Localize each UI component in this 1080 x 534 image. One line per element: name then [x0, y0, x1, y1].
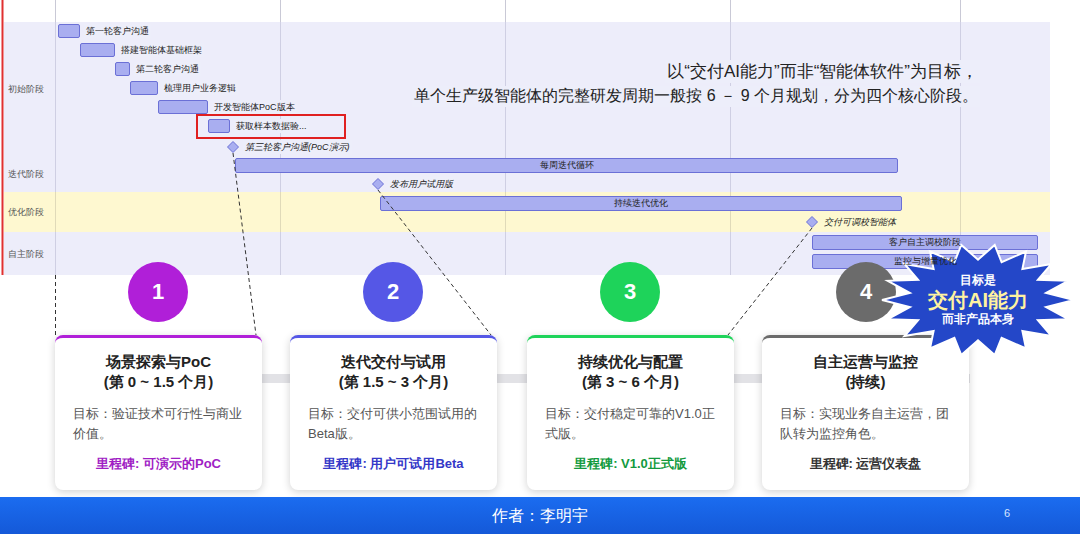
step-circle: 1 [128, 262, 188, 322]
task-label: 第二轮客户沟通 [134, 62, 201, 76]
step-number: 3 [600, 262, 660, 322]
leader-line [55, 275, 56, 336]
diamond-shape [227, 141, 239, 153]
headline-text: 以“交付AI能力”而非“智能体软件”为目标， [665, 60, 980, 83]
leader-connector [233, 153, 256, 335]
card-milestone: 里程碑: 用户可试用Beta [323, 454, 463, 474]
card-goal: 目标：验证技术可行性与商业价值。 [73, 404, 244, 444]
step-circle: 3 [600, 262, 660, 322]
gantt-bar: 搭建智能体基础框架 [80, 43, 115, 57]
card-title: 持续优化与配置 [578, 352, 683, 372]
phase-label: 优化阶段 [8, 206, 44, 219]
starburst-headline: 交付AI能力 [928, 288, 1028, 312]
phase-band: 迭代阶段 每周迭代循环发布用户试用版 [4, 155, 1050, 192]
leader-connector [728, 228, 812, 335]
phase-band: 优化阶段 持续迭代优化交付可调校智能体 [4, 192, 1050, 232]
step-number: 4 [836, 262, 896, 322]
task-label: 梳理用户业务逻辑 [162, 81, 238, 95]
task-label: 监控与增量优化 [813, 255, 1037, 268]
card-period: (第 1.5 ~ 3 个月) [339, 372, 449, 392]
step-circle: 4 [836, 262, 896, 322]
gantt-bar: 开发智能体PoC版本 [158, 100, 208, 114]
card-goal: 目标：实现业务自主运营，团队转为监控角色。 [780, 404, 951, 444]
starburst-text: 目标是 [960, 273, 996, 288]
milestone-label: 发布用户试用版 [388, 177, 455, 191]
starburst-text: 而非产品本身 [942, 312, 1014, 327]
step-number: 1 [128, 262, 188, 322]
phase-label: 初始阶段 [8, 82, 44, 95]
diamond-outline [228, 142, 239, 153]
step-number: 2 [363, 262, 423, 322]
phase-card: 场景探索与PoC(第 0 ~ 1.5 个月) 目标：验证技术可行性与商业价值。里程… [55, 335, 262, 490]
page-number: 6 [1004, 507, 1010, 519]
task-label: 开发智能体PoC版本 [212, 100, 297, 114]
phase-label: 自主阶段 [8, 247, 44, 260]
task-label: 每周迭代循环 [236, 159, 897, 172]
phase-card: 持续优化与配置(第 3 ~ 6 个月) 目标：交付稳定可靠的V1.0正式版。里程碑… [527, 335, 734, 490]
card-period: (第 3 ~ 6 个月) [582, 372, 679, 392]
task-label: 第一轮客户沟通 [84, 24, 151, 38]
headline-row: 单个生产级智能体的完整研发周期一般按 6 － 9 个月规划，分为四个核心阶段。 [300, 86, 980, 107]
gantt-bar: 每周迭代循环 [235, 158, 898, 173]
headline-row: 以“交付AI能力”而非“智能体软件”为目标， [300, 60, 980, 83]
milestone-diamond: 发布用户试用版 [372, 178, 384, 190]
phase-card: 迭代交付与试用(第 1.5 ~ 3 个月) 目标：交付可供小范围试用的Beta版。… [290, 335, 497, 490]
highlight-box [197, 115, 345, 138]
gantt-bar: 梳理用户业务逻辑 [130, 81, 158, 95]
card-milestone: 里程碑: 运营仪表盘 [810, 454, 922, 474]
gantt-bar: 客户自主调校阶段 [812, 235, 1038, 250]
milestone-label: 交付可调校智能体 [822, 215, 898, 229]
phase-card: 自主运营与监控(持续) 目标：实现业务自主运营，团队转为监控角色。里程碑: 运营仪… [762, 335, 969, 490]
card-goal: 目标：交付可供小范围试用的Beta版。 [308, 404, 479, 444]
diamond-shape [372, 178, 384, 190]
gantt-bar: 监控与增量优化 [812, 254, 1038, 269]
task-label: 获取样本数据验... [234, 119, 309, 133]
card-milestone: 里程碑: 可演示的PoC [96, 454, 221, 474]
milestone-diamond: 第三轮客户沟通(PoC演示) [227, 141, 239, 153]
step-circle: 2 [363, 262, 423, 322]
headline-text: 单个生产级智能体的完整研发周期一般按 6 － 9 个月规划，分为四个核心阶段。 [412, 86, 980, 107]
gantt-bar: 第一轮客户沟通 [58, 24, 80, 38]
footer-bar: 作者：李明宇6 [0, 497, 1080, 534]
leader-connector [378, 190, 491, 335]
milestone-label: 第三轮客户沟通(PoC演示) [243, 140, 352, 154]
task-label: 持续迭代优化 [381, 197, 901, 210]
task-label: 搭建智能体基础框架 [119, 43, 204, 57]
diamond-outline [807, 217, 818, 228]
gantt-bar: 第二轮客户沟通 [115, 62, 130, 76]
card-title: 迭代交付与试用 [341, 352, 446, 372]
card-period: (第 0 ~ 1.5 个月) [104, 372, 214, 392]
starburst-outline [882, 245, 1074, 355]
card-title: 场景探索与PoC [106, 352, 211, 372]
gantt-bar: 获取样本数据验... [208, 119, 230, 133]
phase-label: 迭代阶段 [8, 167, 44, 180]
gantt-bar: 持续迭代优化 [380, 196, 902, 211]
author-text: 作者：李明宇 [0, 497, 1080, 534]
milestone-diamond: 交付可调校智能体 [806, 216, 818, 228]
card-goal: 目标：交付稳定可靠的V1.0正式版。 [545, 404, 716, 444]
card-title: 自主运营与监控 [813, 352, 918, 372]
card-period: (持续) [846, 372, 886, 392]
card-milestone: 里程碑: V1.0正式版 [574, 454, 687, 474]
task-label: 客户自主调校阶段 [813, 236, 1037, 249]
diamond-outline [373, 179, 384, 190]
diamond-shape [806, 216, 818, 228]
